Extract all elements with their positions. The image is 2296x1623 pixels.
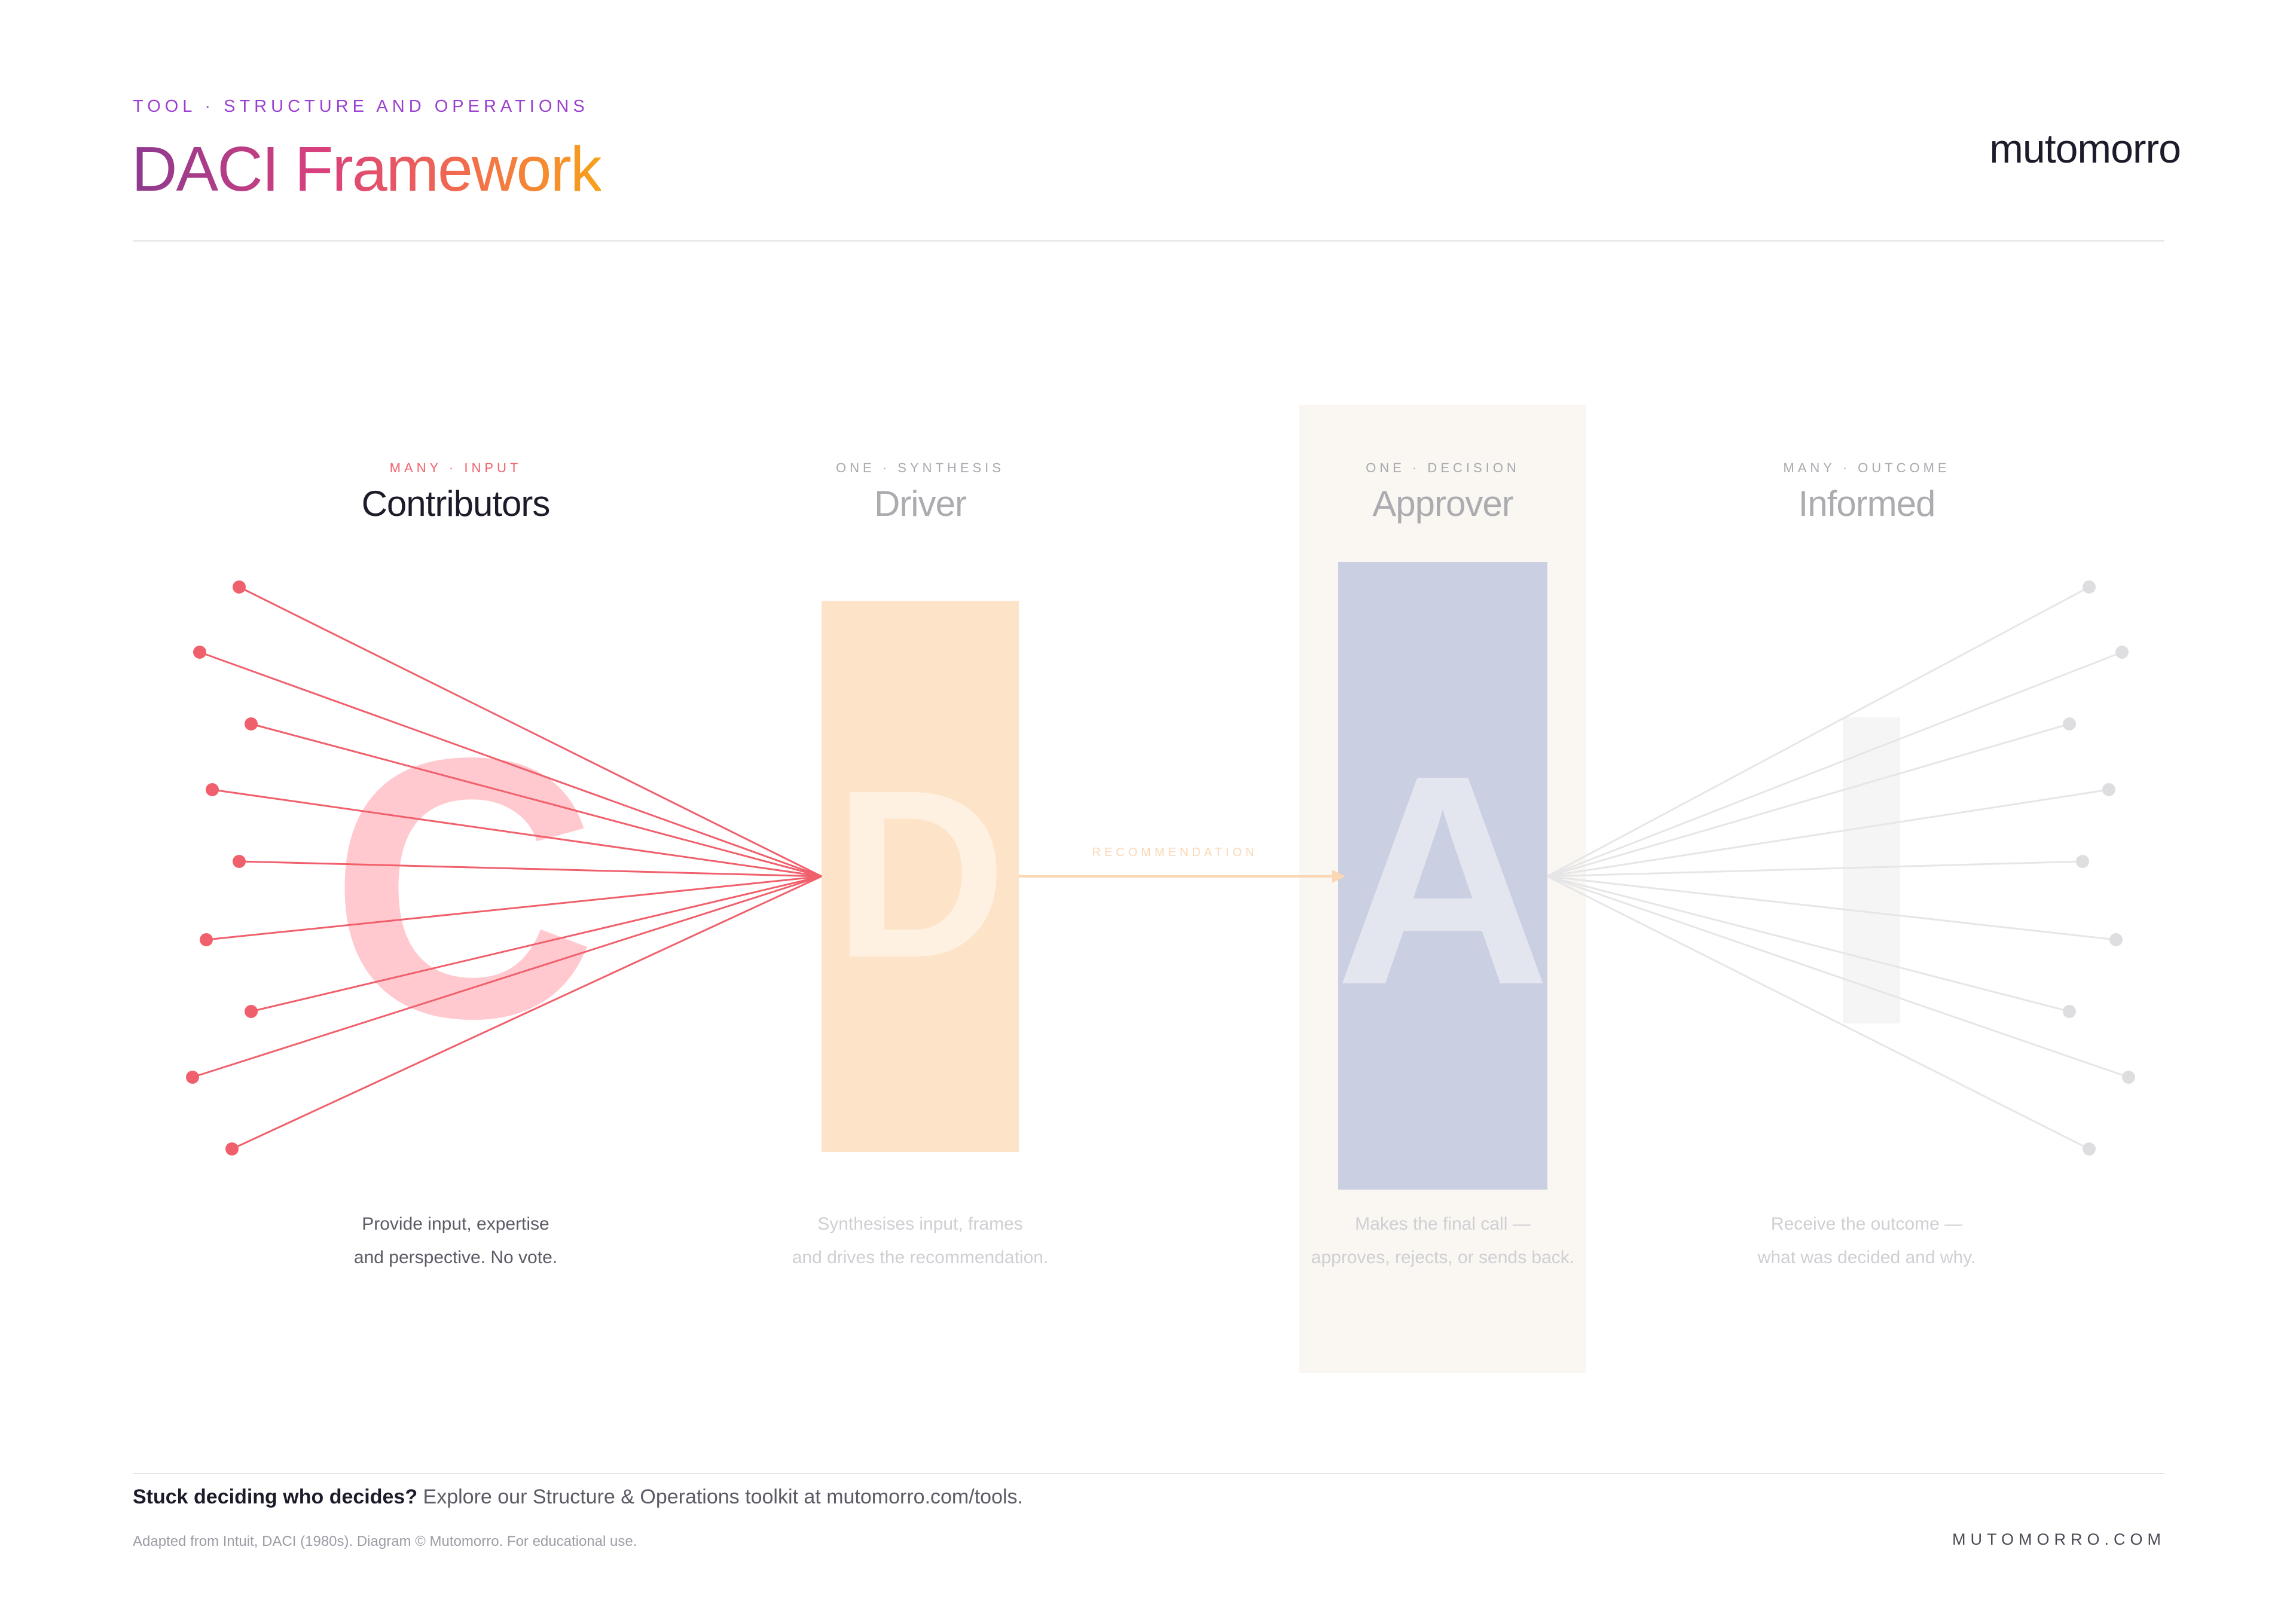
- informed-eyebrow: MANY · OUTCOME: [1783, 460, 1950, 475]
- driver-letter: D: [834, 740, 1007, 1007]
- contributor-dot: [200, 933, 213, 946]
- informed-dot: [2109, 933, 2123, 946]
- contributors-title: Contributors: [361, 484, 551, 524]
- driver-eyebrow: ONE · SYNTHESIS: [836, 460, 1004, 475]
- contributors-eyebrow: MANY · INPUT: [389, 460, 522, 475]
- driver-title: Driver: [874, 484, 967, 524]
- informed-dot: [2115, 646, 2129, 659]
- informed-dot: [2083, 1142, 2096, 1156]
- informed-line: [1547, 651, 2123, 878]
- informed-line: [1547, 723, 2070, 878]
- footer-cta-text[interactable]: Explore our Structure & Operations toolk…: [417, 1486, 1023, 1508]
- informed-line: [1547, 860, 2083, 878]
- contributor-line: [251, 723, 822, 878]
- contributor-line: [251, 875, 822, 1013]
- informed-description: Receive the outcome — what was decided a…: [1687, 1208, 2046, 1274]
- recommendation-arrowhead: [1332, 870, 1345, 883]
- contributor-line: [239, 860, 822, 878]
- contributor-dot: [233, 855, 246, 868]
- driver-column: [822, 601, 1019, 1152]
- contributor-line: [231, 875, 822, 1150]
- contributor-dot: [186, 1071, 199, 1084]
- driver-description: Synthesises input, frames and drives the…: [741, 1208, 1100, 1274]
- approver-desc-line-2: approves, rejects, or sends back.: [1311, 1248, 1575, 1267]
- contributor-dot: [225, 1142, 239, 1156]
- informed-dot: [2063, 717, 2076, 730]
- informed-desc-line-1: Receive the outcome —: [1770, 1214, 1963, 1234]
- contributor-line: [206, 875, 822, 941]
- contributor-dot: [233, 580, 246, 594]
- contributors-description: Provide input, expertise and perspective…: [276, 1208, 635, 1274]
- page-kicker: TOOL · STRUCTURE AND OPERATIONS: [133, 97, 589, 116]
- footer-url[interactable]: MUTOMORRO.COM: [1952, 1530, 2166, 1548]
- informed-line: [1547, 875, 2070, 1013]
- informed-line: [1547, 875, 2117, 941]
- approver-title: Approver: [1372, 484, 1513, 524]
- driver-desc-line-1: Synthesises input, frames: [817, 1214, 1023, 1234]
- informed-line: [1547, 586, 2090, 878]
- header-divider: [133, 240, 2164, 242]
- page-title: DACI Framework: [132, 130, 602, 208]
- driver-desc-line-2: and drives the recommendation.: [792, 1248, 1049, 1267]
- footer-credit: Adapted from Intuit, DACI (1980s). Diagr…: [133, 1533, 637, 1549]
- approver-desc-line-1: Makes the final call —: [1355, 1214, 1531, 1234]
- approver-description: Makes the final call — approves, rejects…: [1263, 1208, 1622, 1274]
- contributors-letter: C: [329, 681, 597, 1095]
- contributor-line: [212, 788, 822, 878]
- contributor-line: [192, 875, 822, 1078]
- informed-line: [1547, 875, 2090, 1150]
- informed-dot: [2102, 783, 2115, 796]
- approver-letter: A: [1335, 713, 1550, 1047]
- contributors-desc-line-1: Provide input, expertise: [362, 1214, 549, 1234]
- contributor-dot: [206, 783, 219, 796]
- contributor-dot: [193, 646, 206, 659]
- informed-dot: [2076, 855, 2089, 868]
- contributor-dot: [245, 1005, 258, 1018]
- informed-dot: [2122, 1071, 2135, 1084]
- contributors-desc-line-2: and perspective. No vote.: [353, 1248, 558, 1267]
- approver-column: [1338, 562, 1547, 1190]
- informed-line: [1547, 875, 2129, 1078]
- informed-dot: [2063, 1005, 2076, 1018]
- footer-cta-bold: Stuck deciding who decides?: [133, 1486, 418, 1508]
- informed-title: Informed: [1798, 484, 1936, 524]
- brand-logo[interactable]: mutomorro: [1989, 126, 2181, 172]
- approver-eyebrow: ONE · DECISION: [1366, 460, 1520, 475]
- contributor-dot: [245, 717, 258, 730]
- footer-divider: [133, 1473, 2164, 1474]
- informed-letter-shape: [1843, 717, 1900, 1023]
- informed-dot: [2083, 580, 2096, 594]
- informed-line: [1547, 788, 2109, 878]
- recommendation-label: RECOMMENDATION: [1092, 846, 1258, 859]
- footer-cta: Stuck deciding who decides? Explore our …: [133, 1486, 1023, 1509]
- contributor-line: [199, 651, 822, 878]
- informed-desc-line-2: what was decided and why.: [1757, 1248, 1976, 1267]
- contributor-line: [239, 586, 822, 878]
